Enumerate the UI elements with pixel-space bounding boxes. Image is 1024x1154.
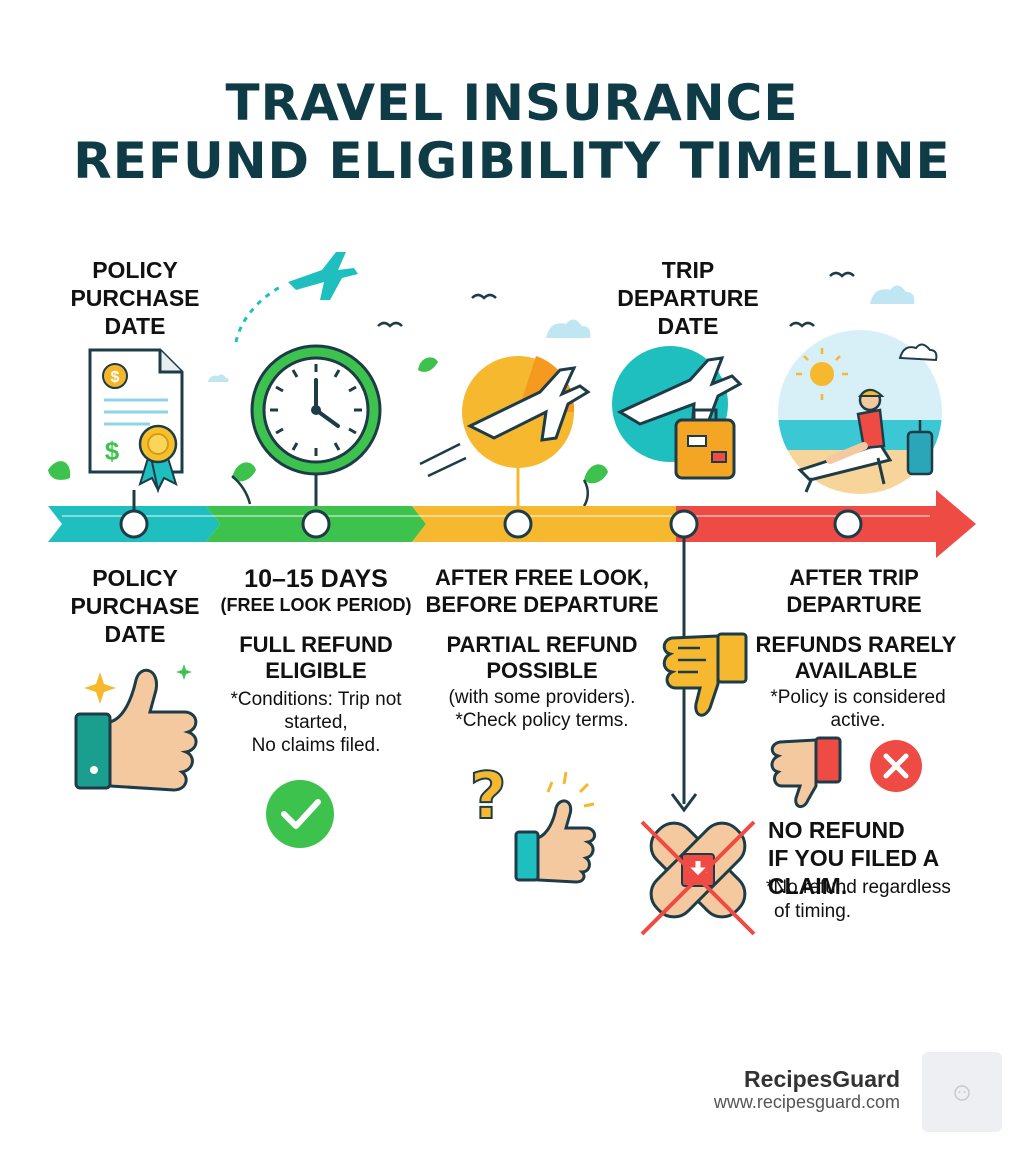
- brand-logo: [922, 1052, 1002, 1132]
- page-title: TRAVEL INSURANCE REFUND ELIGIBILITY TIME…: [0, 74, 1024, 190]
- thumbs-up-icon: [74, 664, 198, 792]
- stage-3-heading: AFTER FREE LOOK, BEFORE DEPARTURE: [425, 565, 659, 617]
- brand-logo-icon: [954, 1085, 970, 1101]
- top-label-policy-purchase: POLICY PURCHASE DATE: [70, 257, 200, 339]
- check-circle-icon: [266, 780, 334, 848]
- svg-text:$: $: [111, 369, 120, 386]
- stage-4-note: *Policy is considered active.: [770, 687, 946, 731]
- stage-3-status: PARTIAL REFUND POSSIBLE: [446, 632, 638, 683]
- clock-icon: [250, 344, 382, 510]
- top-label-trip-departure: TRIP DEPARTURE DATE: [617, 257, 759, 339]
- title-line-1: TRAVEL INSURANCE: [225, 74, 799, 132]
- claim-note: *No refund regardless of timing.: [766, 877, 951, 922]
- stage-3-note: (with some providers). *Check policy ter…: [448, 687, 636, 731]
- stage-2-status: FULL REFUND ELIGIBLE: [239, 632, 393, 683]
- x-circle-icon: [870, 740, 922, 792]
- stage-2-heading: 10–15 DAYS (FREE LOOK PERIOD): [220, 565, 412, 615]
- timeline-arrow: [48, 490, 976, 813]
- stage-1-heading: POLICY PURCHASE DATE: [70, 565, 200, 647]
- airplane-sun-icon: [419, 356, 591, 510]
- claim-heading: NO REFUND IF YOU FILED A CLAIM.: [768, 817, 939, 899]
- stage-4-status: REFUNDS RARELY AVAILABLE: [755, 632, 957, 683]
- thumbs-down-icon: [662, 632, 748, 717]
- stage-4-heading: AFTER TRIP DEPARTURE: [786, 565, 922, 617]
- svg-text:$: $: [105, 436, 120, 466]
- stage-2-note: *Conditions: Trip not started, No claims…: [230, 689, 402, 756]
- brand-url: www.recipesguard.com: [713, 1092, 900, 1112]
- beach-chair-icon: [778, 330, 942, 494]
- question-mark-icon: ?: [468, 759, 507, 835]
- thumbs-up-small-icon: [514, 771, 596, 884]
- crossed-bandage-icon: [640, 820, 756, 936]
- brand-name: RecipesGuard: [744, 1066, 900, 1092]
- svg-text:?: ?: [469, 760, 506, 834]
- airplane-suitcase-icon: [612, 346, 743, 480]
- airplane-icon: [234, 252, 358, 343]
- document-dollar-icon: $ $: [88, 348, 184, 493]
- title-line-2: REFUND ELIGIBILITY TIMELINE: [73, 132, 951, 190]
- thumbs-down-stage4-icon: [770, 736, 842, 808]
